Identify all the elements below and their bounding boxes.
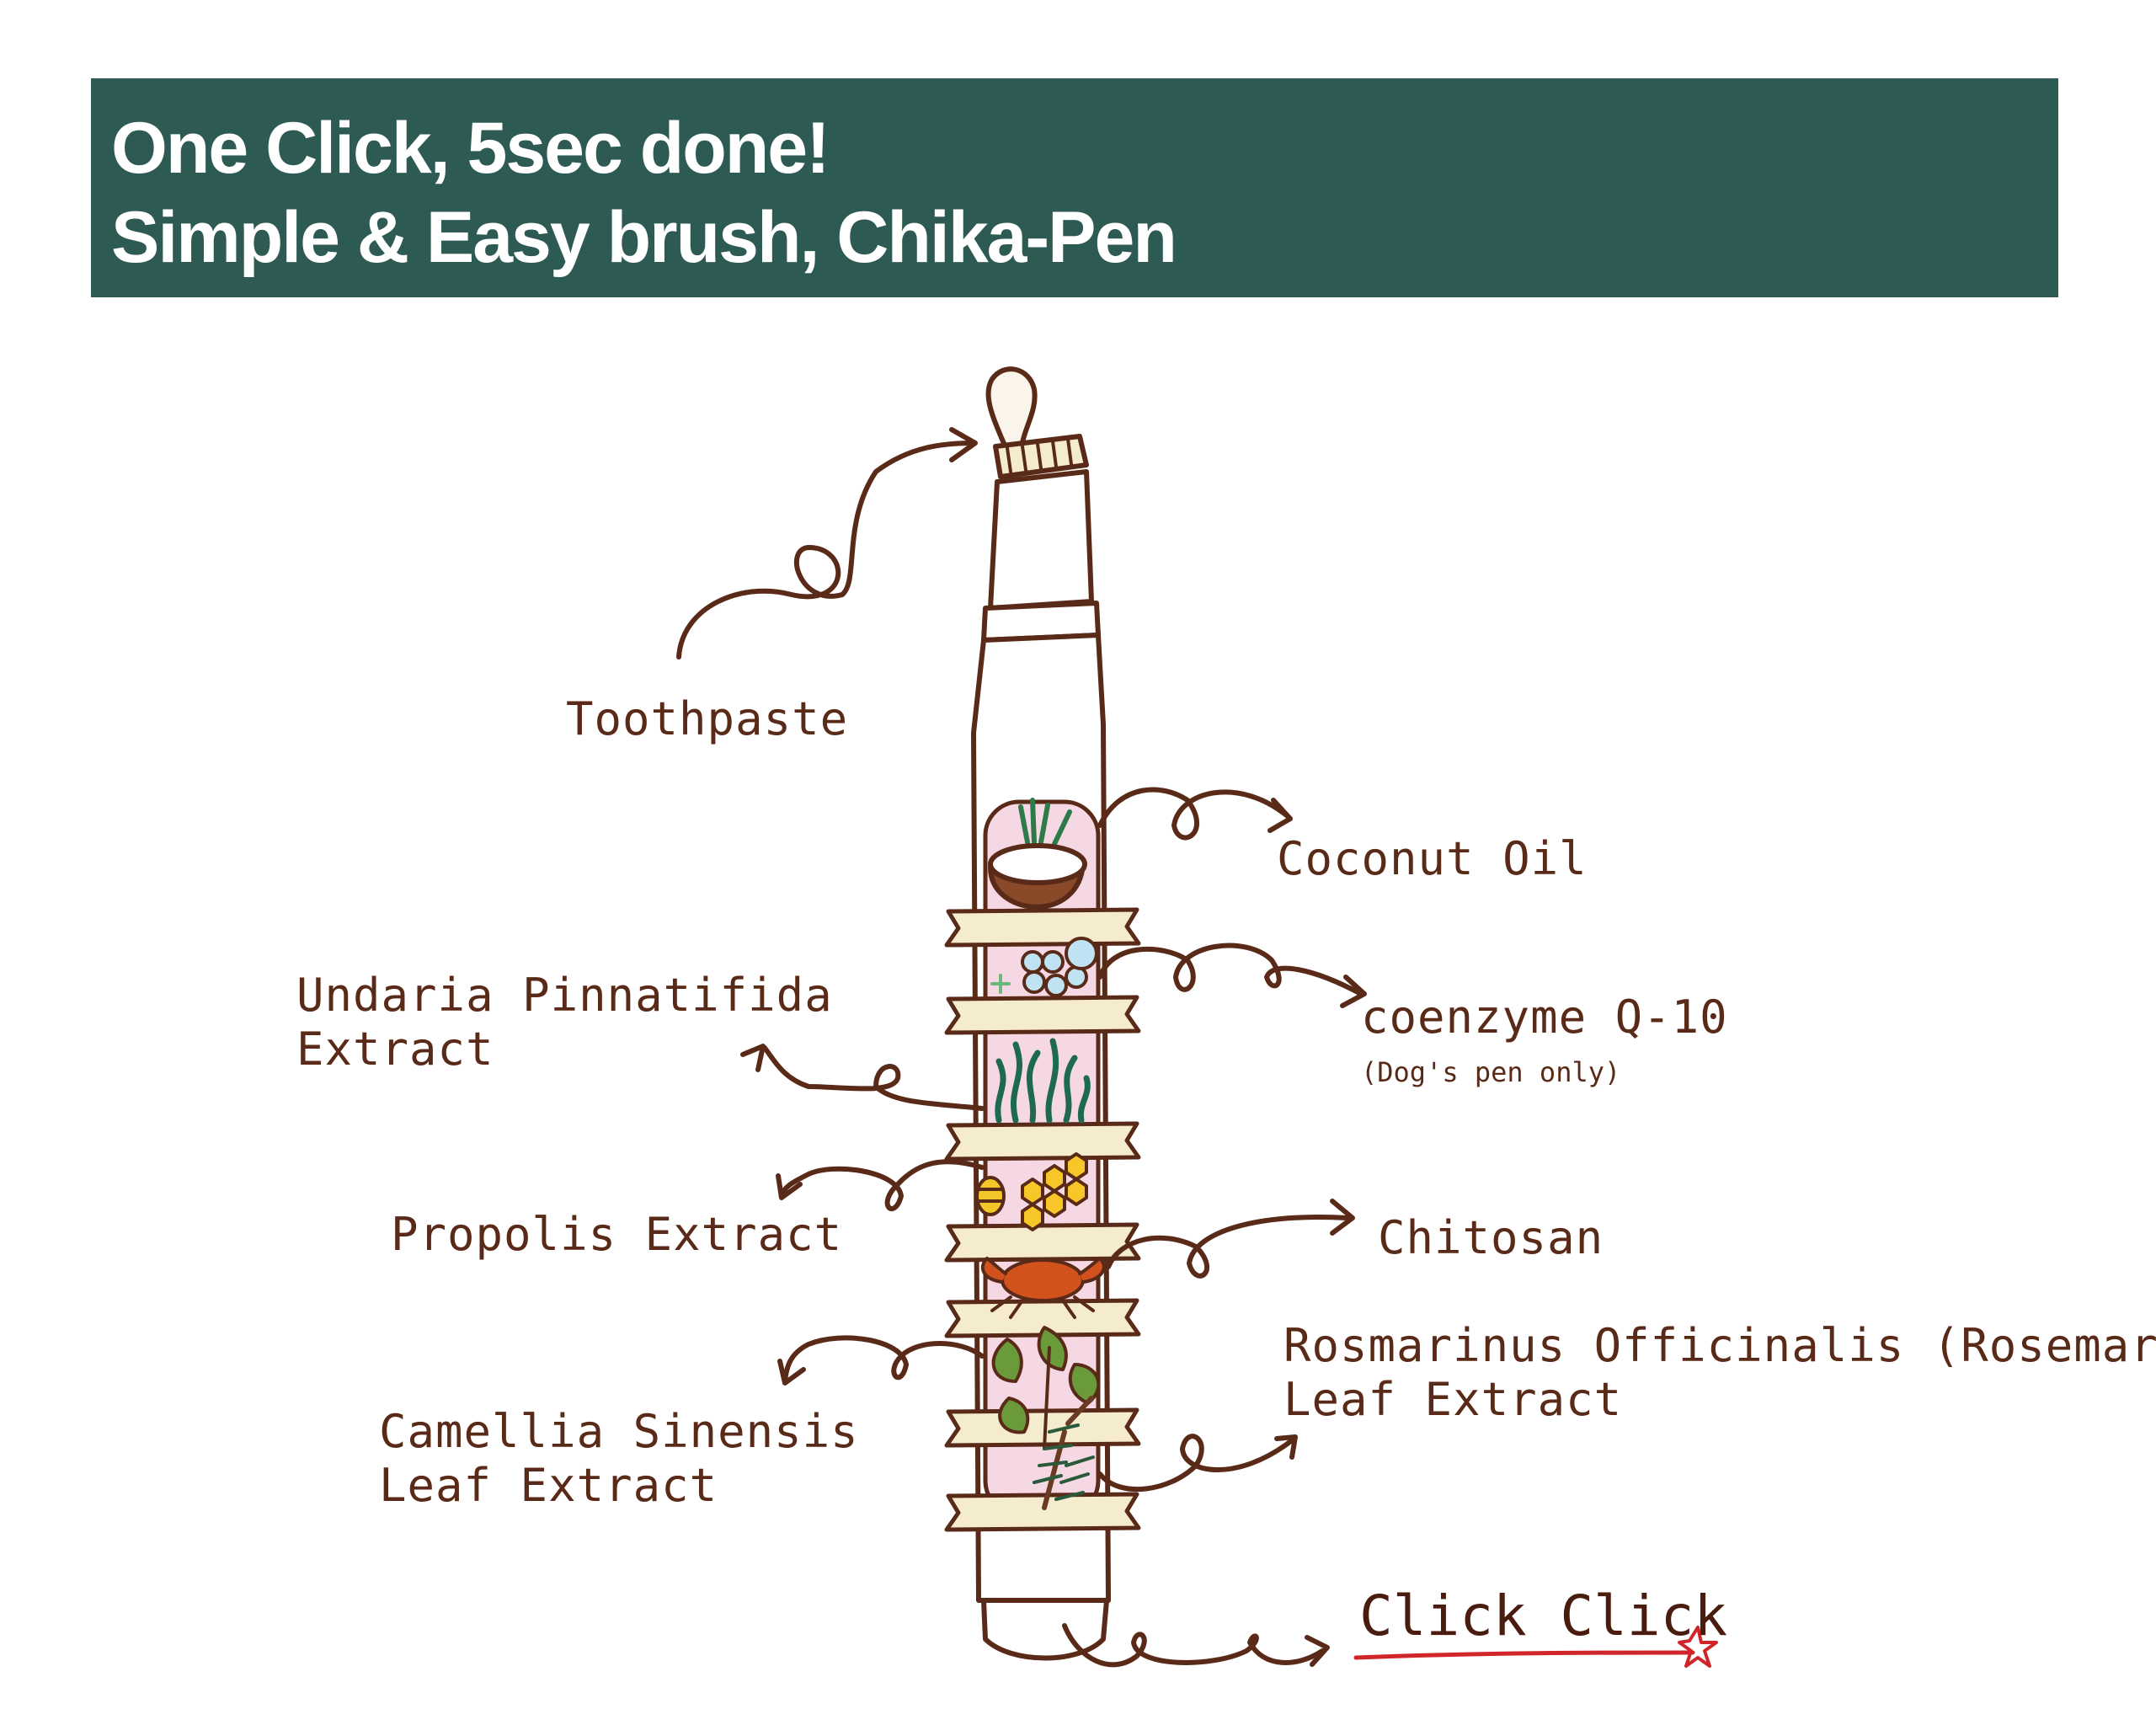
label-camellia-line-2: Leaf Extract <box>379 1458 718 1512</box>
label-rosemary-line-2: Leaf Extract <box>1283 1372 1623 1426</box>
label-click-click: Click Click <box>1359 1583 1728 1648</box>
label-coconut-oil: Coconut Oil <box>1277 832 1588 885</box>
coenzyme-icon <box>990 937 1098 997</box>
label-undaria-line-1: Undaria Pinnatifida <box>296 969 833 1022</box>
label-undaria-line-2: Extract <box>296 1022 494 1076</box>
ribbons <box>944 907 1141 1532</box>
seaweed-icon <box>995 1038 1091 1124</box>
label-coenzyme-note: (Dog's pen only) <box>1361 1056 1621 1088</box>
label-toothpaste: Toothpaste <box>566 692 849 745</box>
label-propolis: Propolis Extract <box>391 1208 843 1261</box>
label-rosemary: Rosmarinus Officinalis (Rosemary) Leaf E… <box>1283 1319 2156 1426</box>
title-banner: One Click, 5sec done! Simple & Easy brus… <box>91 78 2058 297</box>
banner-title-line-1: One Click, 5sec done! <box>111 108 830 189</box>
label-camellia: Camellia Sinensis Leaf Extract <box>379 1405 859 1512</box>
click-underline <box>1353 1650 1695 1660</box>
label-camellia-line-1: Camellia Sinensis <box>379 1405 859 1458</box>
label-rosemary-line-1: Rosmarinus Officinalis (Rosemary) <box>1283 1319 2156 1372</box>
coconut-icon <box>988 798 1087 910</box>
click-button-base <box>981 1598 1109 1661</box>
banner-title-line-2: Simple & Easy brush, Chika-Pen <box>111 197 1177 278</box>
label-undaria: Undaria Pinnatifida Extract <box>296 969 833 1076</box>
crab-icon <box>980 1257 1106 1319</box>
star-icon <box>1678 1626 1718 1668</box>
label-coenzyme: coenzyme Q-10 <box>1361 991 1728 1044</box>
brush-tip <box>985 366 1038 454</box>
label-chitosan: Chitosan <box>1378 1211 1604 1264</box>
tea-leaf-icon <box>991 1326 1101 1450</box>
pen-upper-tube <box>988 469 1094 611</box>
arrows <box>676 427 1367 1668</box>
rosemary-icon <box>1033 1396 1095 1510</box>
propolis-icon <box>975 1152 1088 1231</box>
